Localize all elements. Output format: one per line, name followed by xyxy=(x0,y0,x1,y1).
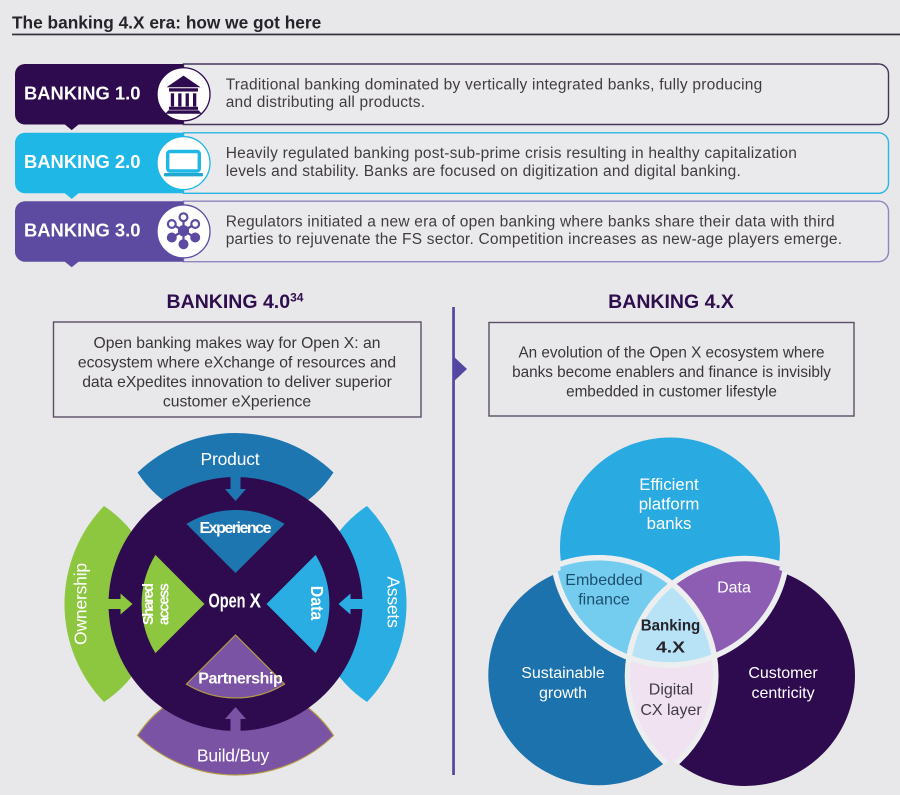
svg-text:banks become enablers and fina: banks become enablers and finance is inv… xyxy=(512,364,831,381)
svg-text:embedded in customer lifestyle: embedded in customer lifestyle xyxy=(566,384,777,401)
svg-text:Banking: Banking xyxy=(641,618,701,635)
svg-text:Customer: Customer xyxy=(748,665,818,682)
svg-text:Efficient: Efficient xyxy=(639,475,699,494)
svg-text:Traditional banking dominated: Traditional banking dominated by vertica… xyxy=(226,76,763,93)
svg-text:X: X xyxy=(250,591,262,613)
svg-text:growth: growth xyxy=(539,685,587,702)
svg-text:centricity: centricity xyxy=(751,685,814,702)
svg-text:BANKING 4.034: BANKING 4.034 xyxy=(167,291,304,314)
svg-text:An evolution of the Open X eco: An evolution of the Open X ecosystem whe… xyxy=(518,345,824,362)
svg-text:and distributing all products.: and distributing all products. xyxy=(226,94,426,111)
svg-text:customer eXperience: customer eXperience xyxy=(163,394,312,411)
svg-text:CX layer: CX layer xyxy=(640,702,702,719)
svg-text:banks: banks xyxy=(647,514,692,533)
svg-text:Build/Buy: Build/Buy xyxy=(197,746,270,766)
svg-text:Ownership: Ownership xyxy=(71,563,91,645)
svg-text:BANKING 4.X: BANKING 4.X xyxy=(608,291,734,313)
svg-text:BANKING 3.0: BANKING 3.0 xyxy=(24,220,141,241)
svg-text:Heavily regulated banking post: Heavily regulated banking post-sub-prime… xyxy=(226,145,797,162)
svg-text:Shared: Shared xyxy=(141,583,157,625)
svg-text:Partnership: Partnership xyxy=(198,671,283,688)
svg-text:Digital: Digital xyxy=(649,682,693,699)
svg-text:BANKING 2.0: BANKING 2.0 xyxy=(24,151,141,172)
svg-text:Sustainable: Sustainable xyxy=(521,665,605,682)
svg-text:Product: Product xyxy=(201,449,260,469)
svg-text:access: access xyxy=(157,583,173,625)
svg-text:data eXpedites innovation to d: data eXpedites innovation to deliver sup… xyxy=(82,374,392,391)
svg-text:BANKING 1.0: BANKING 1.0 xyxy=(24,82,141,103)
svg-text:Open banking makes way for Ope: Open banking makes way for Open X: an xyxy=(94,335,381,352)
svg-text:platform: platform xyxy=(639,495,700,514)
svg-text:Experience: Experience xyxy=(200,520,272,537)
svg-text:Data: Data xyxy=(717,580,751,597)
svg-text:levels and stability. Banks ar: levels and stability. Banks are focused … xyxy=(226,163,741,180)
svg-text:parties to rejuvenate the FS s: parties to rejuvenate the FS sector. Com… xyxy=(226,231,843,248)
svg-text:The banking 4.X era: how we go: The banking 4.X era: how we got here xyxy=(12,13,322,33)
svg-text:ecosystem where eXchange of re: ecosystem where eXchange of resources an… xyxy=(78,355,396,372)
svg-text:Embedded: Embedded xyxy=(565,572,642,589)
svg-text:Open: Open xyxy=(209,591,246,613)
svg-text:Data: Data xyxy=(307,586,327,621)
svg-text:4.X: 4.X xyxy=(656,640,685,657)
svg-text:Regulators initiated a new era: Regulators initiated a new era of open b… xyxy=(226,214,835,231)
svg-text:Assets: Assets xyxy=(384,576,404,628)
svg-text:finance: finance xyxy=(578,592,630,609)
